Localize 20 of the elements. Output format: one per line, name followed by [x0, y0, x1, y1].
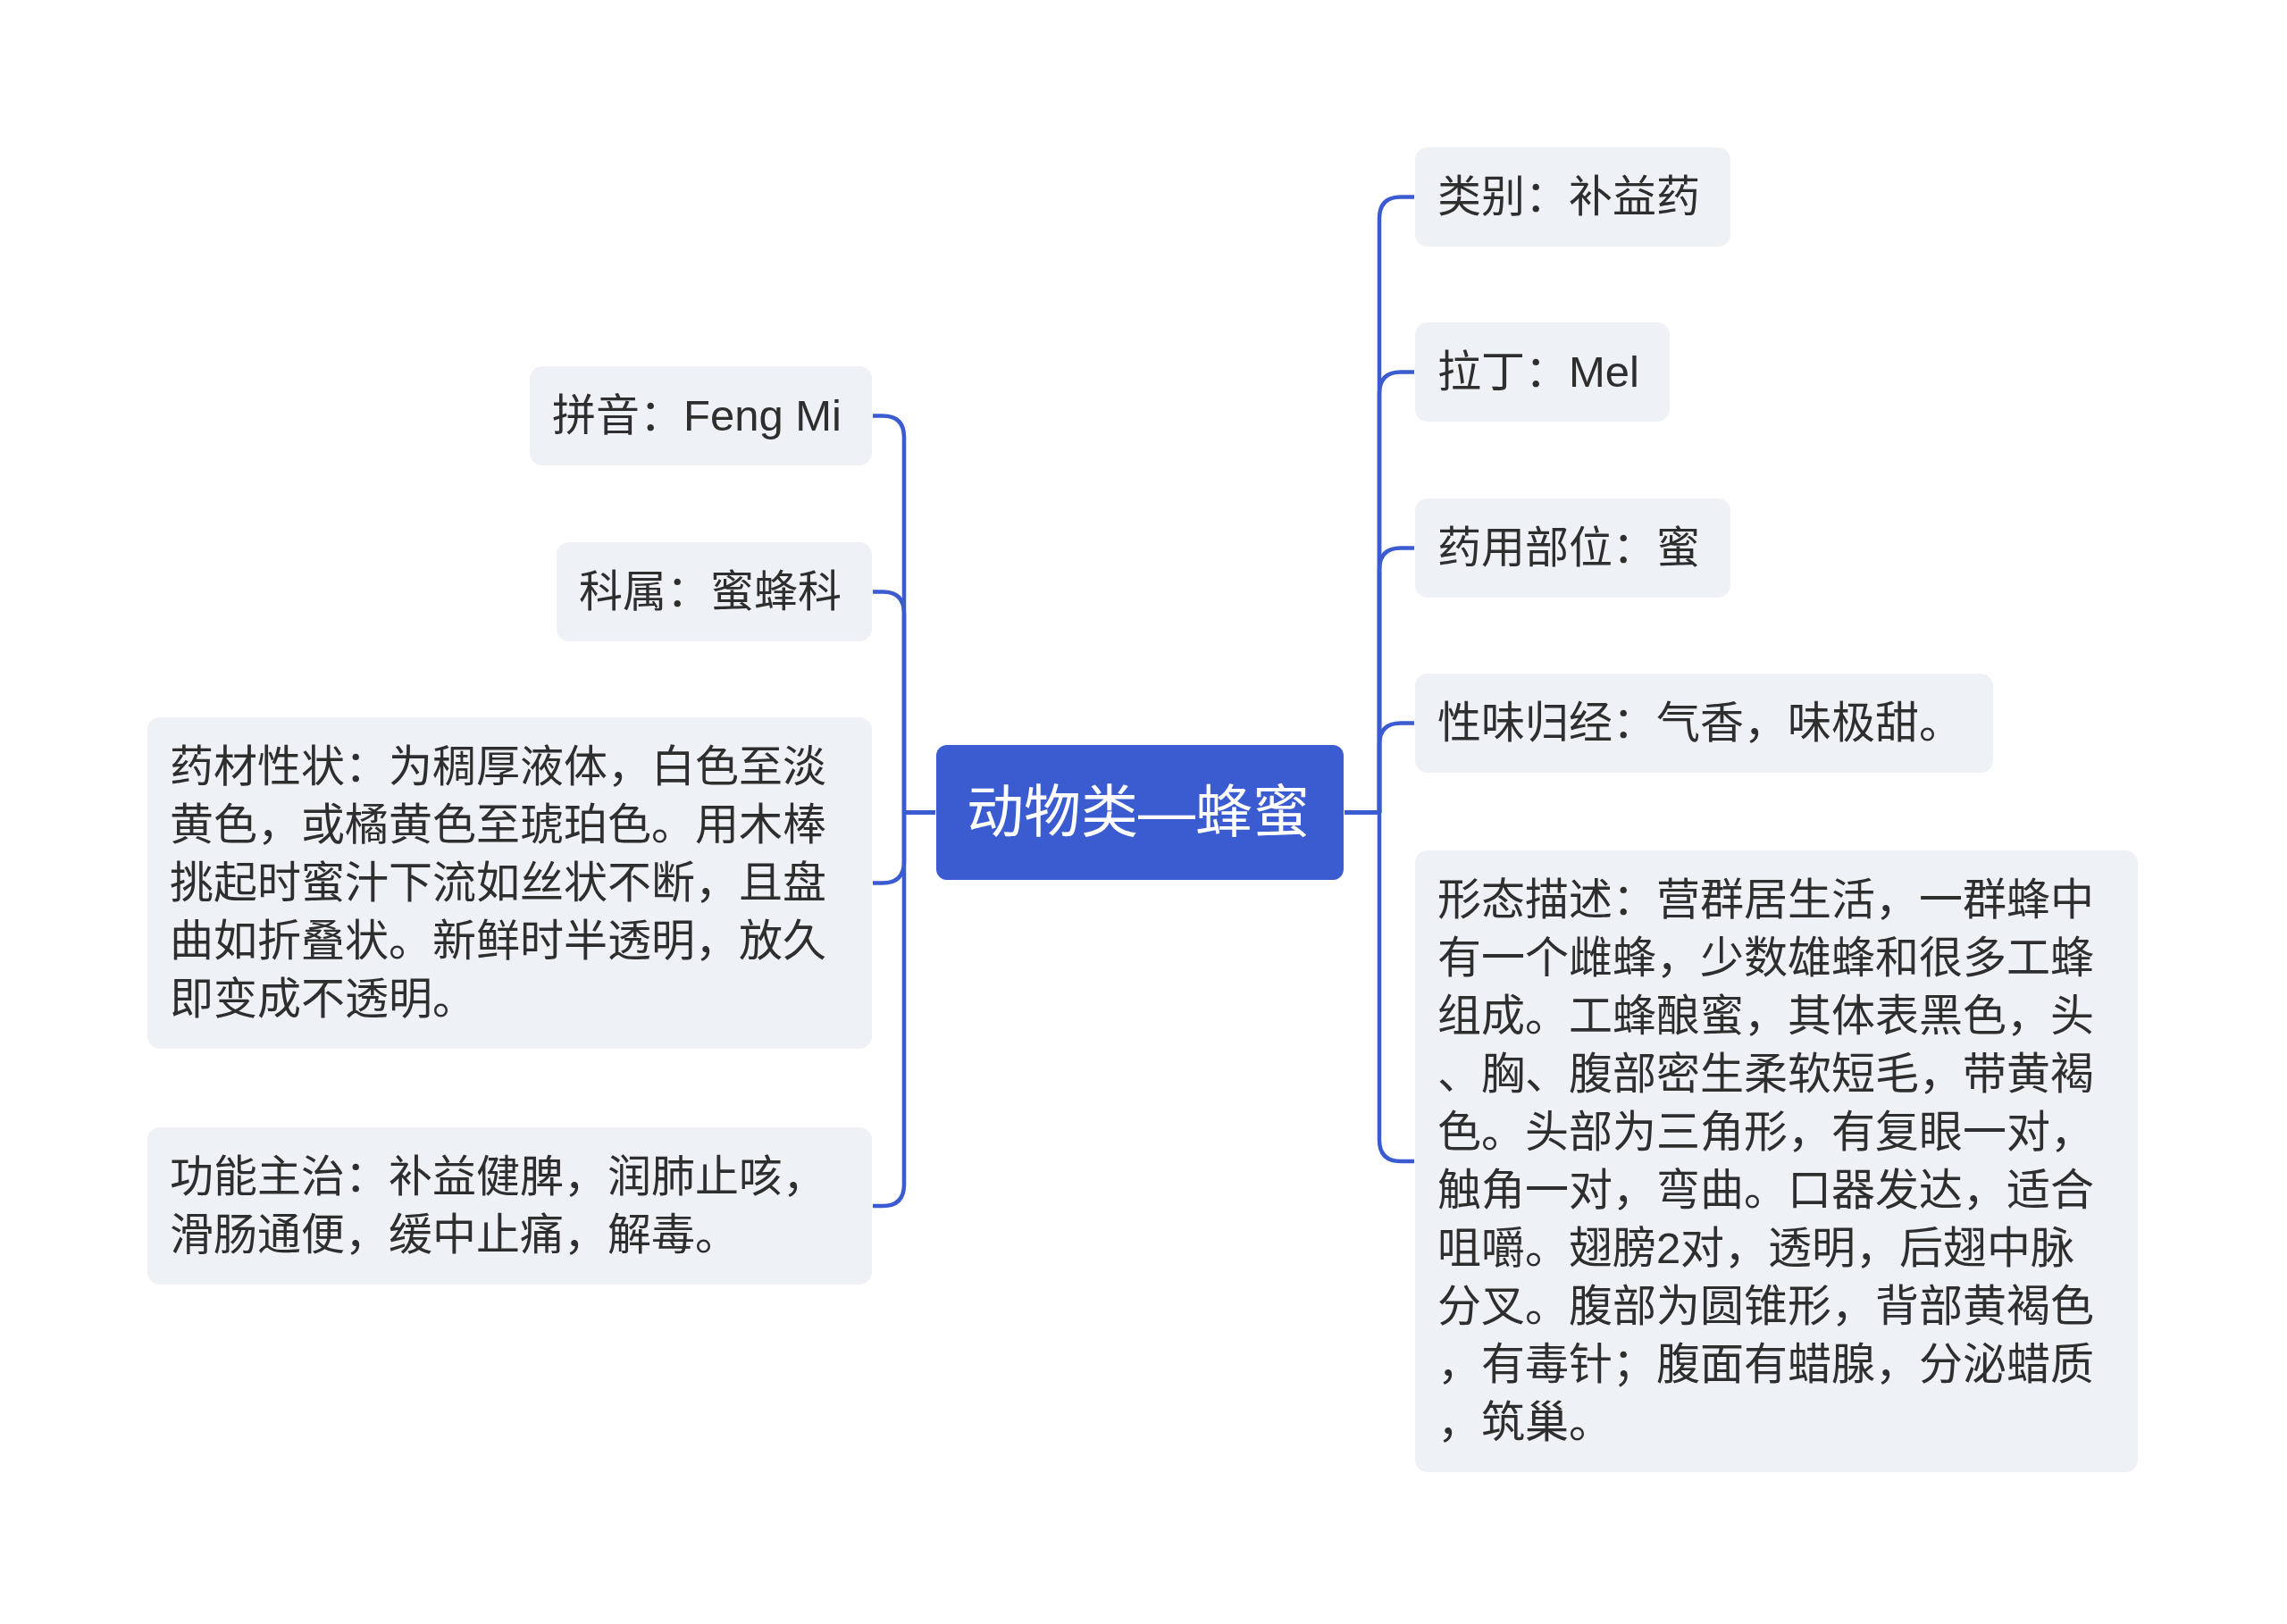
topic-text: 类别：补益药	[1437, 172, 1700, 222]
topic-text: 拉丁：Mel	[1437, 347, 1639, 398]
subtopic-card	[1415, 498, 1730, 598]
topic-text: 性味归经：气香，味极甜。	[1437, 698, 1963, 749]
subtopic-card	[147, 717, 872, 1049]
subtopic-card	[1415, 147, 1730, 247]
topic-text: 科属：蜜蜂科	[579, 566, 842, 617]
subtopic-card	[1415, 322, 1670, 422]
topic-text: 拼音：Feng Mi	[552, 390, 842, 441]
subtopic-card	[530, 366, 872, 465]
subtopic-card	[557, 542, 872, 641]
subtopic-card	[1415, 850, 2138, 1472]
topic-text: 药材性状：为稠厚液体，白色至淡黄色，或橘黄色至琥珀色。用木棒挑起时蜜汁下流如丝状不断，且盘曲如折叠状。新鲜时半透明，放久即变成不透明。	[170, 741, 827, 1025]
topic-title: 动物类—蜂蜜	[967, 779, 1310, 846]
topic-text: 药用部位：蜜	[1437, 523, 1700, 573]
topic-text: 功能主治：补益健脾，润肺止咳，滑肠通便，缓中止痛，解毒。	[170, 1151, 827, 1260]
central-topic	[936, 745, 1344, 880]
subtopic-card	[147, 1127, 872, 1285]
subtopic-card	[1415, 674, 1993, 773]
topic-text: 形态描述：营群居生活，一群蜂中有一个雌蜂，少数雄蜂和很多工蜂组成。工蜂酿蜜，其体表黑色，头、胸、腹部密生柔软短毛，带黄褐色。头部为三角形，有复眼一对，触角一对，弯曲。口器发达，适合咀嚼。翅膀2对，透明，后翅中脉分叉。腹部为圆锥形，背部黄褐色，有毒针；腹面有蜡腺，分泌蜡质，筑巢。	[1437, 875, 2095, 1448]
